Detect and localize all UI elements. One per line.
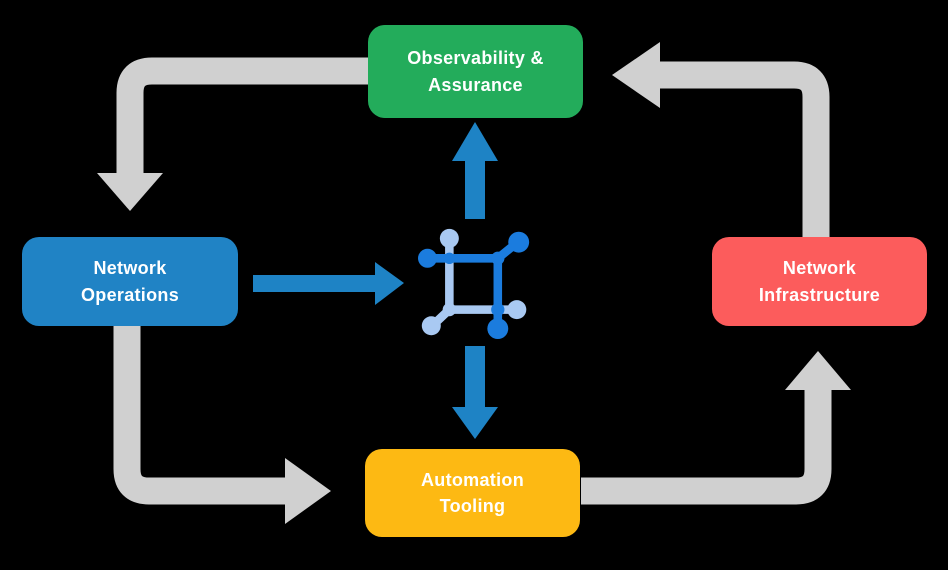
- arrow-observability-to-operations: [97, 57, 368, 211]
- node-label: Automation Tooling: [421, 469, 524, 516]
- node-network-operations: Network Operations: [22, 237, 238, 326]
- arrow-operations-to-center: [253, 262, 404, 305]
- network-mesh-icon: [418, 228, 530, 340]
- node-label: Observability & Assurance: [407, 48, 544, 95]
- node-automation-tooling: Automation Tooling: [365, 449, 580, 537]
- node-observability-assurance: Observability & Assurance: [368, 25, 583, 118]
- node-network-infrastructure: Network Infrastructure: [712, 237, 927, 326]
- node-label: Network Operations: [80, 258, 180, 305]
- node-label: Network Infrastructure: [758, 258, 881, 305]
- arrow-operations-to-automation: [113, 326, 331, 524]
- arrow-automation-to-infrastructure: [581, 351, 851, 505]
- arrow-center-to-observability: [452, 122, 498, 219]
- arrow-center-to-automation: [452, 346, 498, 439]
- arrow-infrastructure-to-observability: [612, 42, 830, 238]
